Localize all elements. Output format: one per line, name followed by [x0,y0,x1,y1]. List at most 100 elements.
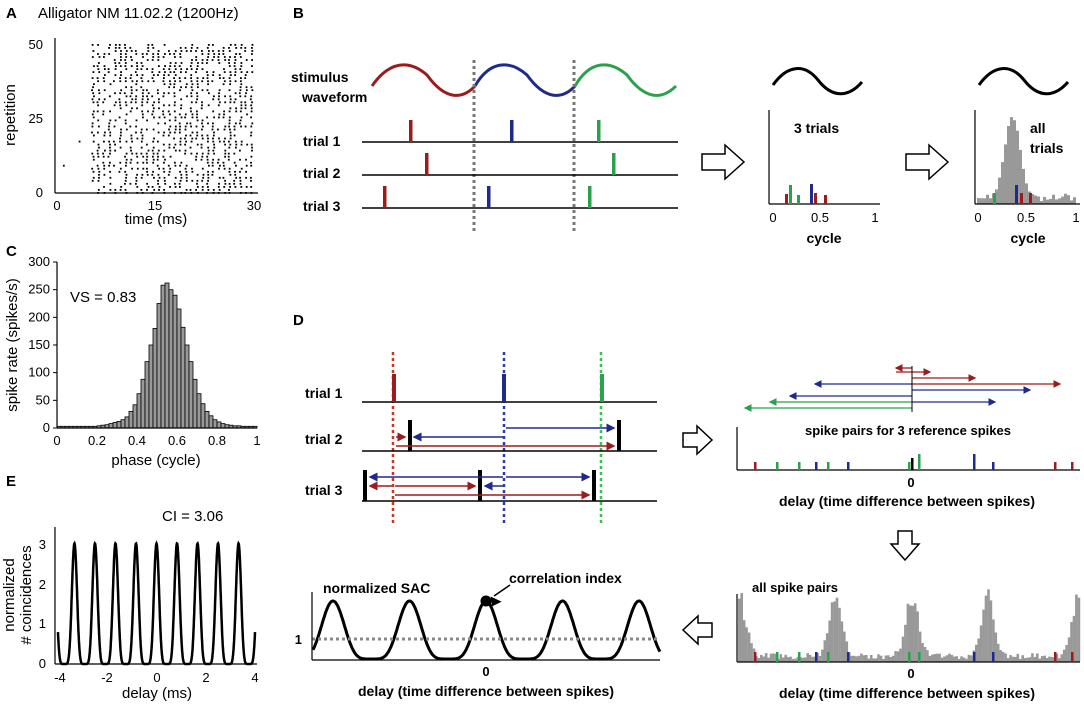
raster-spike [185,134,187,137]
raster-spike [140,146,143,149]
raster-spike [125,158,128,161]
all-trials-bar [1073,197,1076,204]
raster-spike [223,68,225,70]
raster-spike [229,98,232,101]
all-pairs-bar [887,655,890,662]
raster-spike [184,137,186,140]
raster-spike [180,161,183,164]
raster-spike [229,143,232,146]
raster-spike [163,44,166,46]
raster-spike [228,110,231,113]
all-trials-bar [1007,126,1010,204]
raster-spike [136,161,139,164]
phase-bar [148,344,154,429]
all-pairs-bar [823,640,827,662]
delay-label: delay (time difference between spikes) [358,683,614,699]
raster-spike [115,44,117,46]
raster-spike [167,173,170,176]
allpair-tick-green [918,652,921,662]
raster-spike [239,176,241,179]
raster-spike [191,167,193,170]
raster-spike [229,83,231,86]
c-ytick: 250 [28,282,50,297]
raster-spike [196,95,199,98]
all-pairs-bar [1043,655,1046,662]
raster-spike [206,155,209,158]
all-pairs-bar [1062,649,1066,662]
raster-spike [239,89,242,92]
raster-spike [109,119,112,122]
raster-spike [147,92,150,95]
raster-spike [129,110,132,113]
raster-spike [120,128,122,131]
raster-spike [217,161,219,164]
raster-spike [218,140,221,143]
raster-spike [206,116,208,119]
raster-spike [135,131,137,134]
raster-spike [251,146,253,149]
raster-spike [91,44,94,46]
b-xtick: 1 [871,210,878,225]
raster-spike [201,152,204,155]
pairs-title: spike pairs for 3 reference spikes [805,423,1011,438]
raster-spike [120,59,122,61]
raster-spike [131,152,134,155]
b-xtick: 0.5 [1017,210,1035,225]
raster-spike [124,122,127,125]
raster-spike [178,77,181,79]
raster-spike [185,50,188,52]
raster-spike [130,89,133,92]
phase-bar [152,327,158,429]
raster-spike [114,119,117,122]
raster-spike [157,53,159,55]
raster-spike [201,59,204,61]
pair-tick-red [1071,462,1074,470]
all-trials-histogram [977,117,1076,204]
b-xlabel: cycle [1010,230,1045,246]
all-pairs-bar [882,659,885,662]
panel-e: E CI = 3.06 0 1 2 3 -4 -2 0 2 4 delay (m… [1,473,259,702]
raster-spike [239,158,241,161]
raster-spike [153,137,155,140]
raster-spike [234,186,237,188]
raster-spike [120,50,122,52]
raster-spike [195,125,198,128]
raster-spike [102,77,105,79]
raster-spike [250,125,253,128]
raster-spike [211,173,214,176]
raster-spike [134,71,137,73]
zero-label: 0 [907,475,914,490]
all-pairs-bar [1075,594,1078,662]
raster-spike [163,149,166,152]
raster-spike [218,167,220,170]
raster-spike [245,158,247,161]
raster-spike [184,152,186,155]
all-pairs-bar [999,650,1002,662]
raster-spike [98,71,101,73]
raster-spike [201,89,204,92]
raster-spike [92,86,94,89]
raster-spike [98,56,101,58]
all-pairs-bar [1009,655,1012,662]
raster-spike [97,68,100,70]
pair-tick-green [918,454,921,470]
all-pairs-bar [901,636,905,662]
c-ytick: 50 [36,392,50,407]
all-pairs-bar [975,644,978,662]
raster-spike [135,89,138,92]
raster-spike [109,189,112,191]
small2-spike [993,193,996,204]
raster-spike [119,161,122,164]
raster-spike [224,143,226,146]
raster-spike [169,71,172,73]
raster-spike [245,170,247,173]
raster-spike [217,104,220,107]
all-pairs-bar [943,656,946,662]
raster-spike [163,92,165,95]
all-pairs-bar [1072,615,1076,662]
raster-spike [118,170,121,173]
raster-spike [97,167,100,170]
raster-spike [174,74,177,76]
raster-spike [158,167,160,170]
normalized-sac-curve [311,599,662,661]
